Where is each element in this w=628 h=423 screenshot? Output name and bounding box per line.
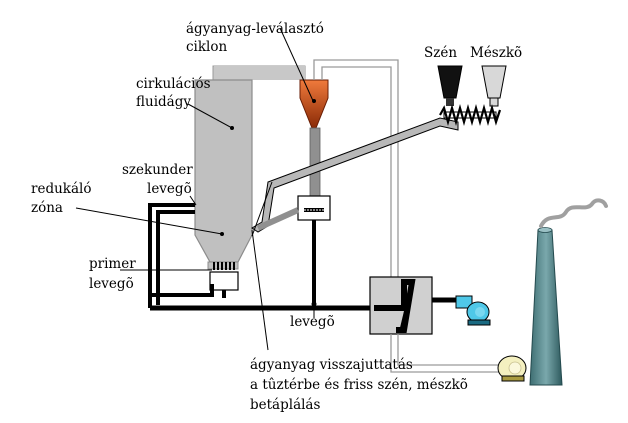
flue-gas-duct-to-cyclone (212, 65, 306, 80)
label-air: levegõ (290, 314, 335, 330)
smoke-icon (539, 198, 608, 228)
label-primary-air: primer levegõ (89, 256, 140, 292)
chimney-icon (529, 227, 563, 386)
label-reduction-zone: redukáló zóna (31, 181, 96, 216)
air-nozzles (213, 262, 235, 270)
leader-lines (75, 27, 315, 351)
blue-fan-icon (455, 295, 491, 326)
label-fluidized-bed: cirkulációs fluidágy (136, 76, 215, 110)
loop-seal (297, 195, 331, 221)
air-junction (311, 301, 317, 307)
label-secondary-air: szekunder levegõ (122, 162, 197, 197)
heat-exchanger-icon (369, 276, 458, 335)
gas-outlet-duct (313, 59, 399, 277)
coal-hopper-icon (437, 65, 463, 106)
label-recirculation: ágyanyag visszajuttatás a tûztérbe és fr… (250, 357, 472, 413)
primary-air-lines (150, 284, 226, 298)
label-cyclone: ágyanyag-leválasztó ciklon (186, 21, 328, 55)
secondary-air-lines (148, 203, 195, 308)
furnace-vessel (194, 79, 253, 291)
screw-conveyor-icon (439, 103, 502, 127)
cyclone-icon (299, 79, 329, 129)
return-leg-edge (251, 181, 273, 237)
label-limestone: Mészkõ (470, 45, 522, 61)
label-coal: Szén (424, 45, 457, 61)
limestone-hopper-icon (481, 65, 507, 107)
yellow-fan-icon (497, 355, 527, 382)
recirculation-line (256, 207, 300, 231)
flue-gas-to-stack-duct (390, 334, 506, 373)
